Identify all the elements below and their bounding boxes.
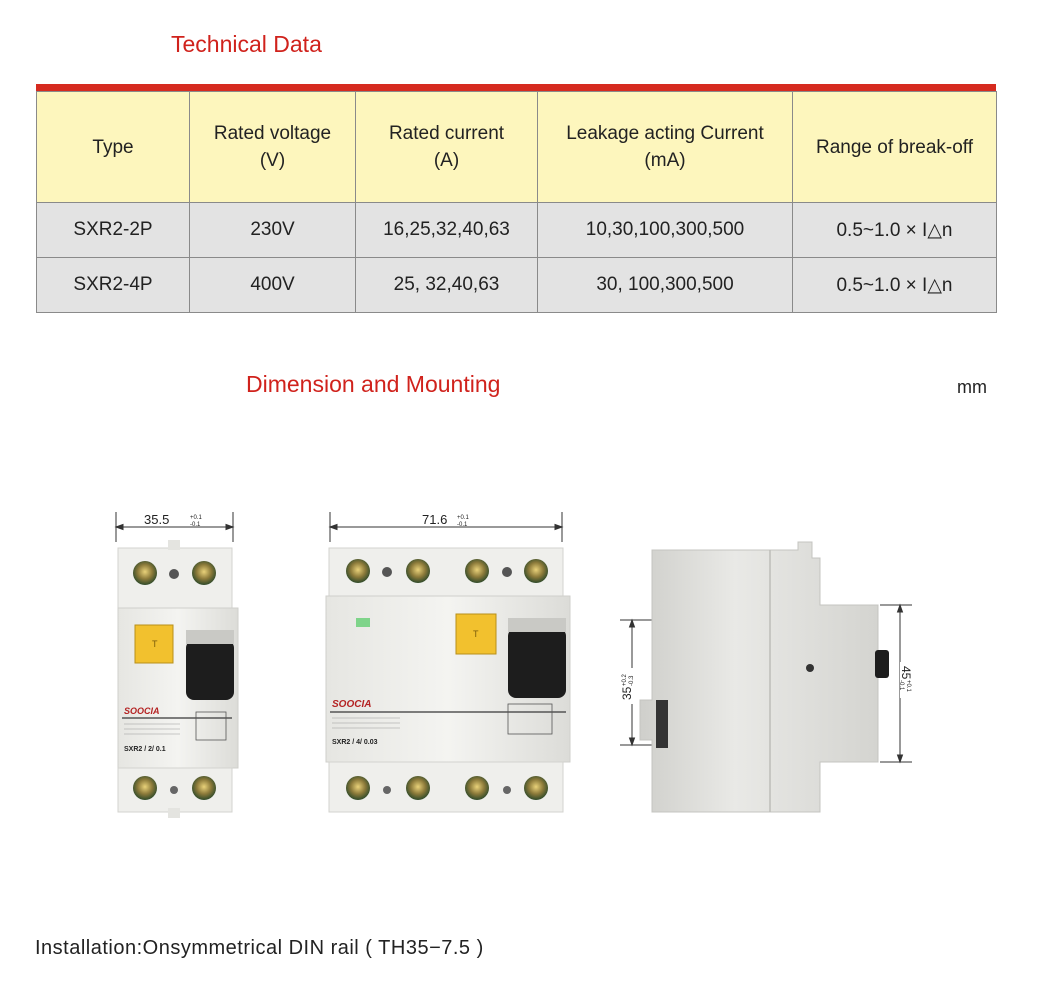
tolerance-plus: +0.1 xyxy=(190,515,203,521)
cell-leakage: 10,30,100,300,500 xyxy=(537,202,793,258)
terminal-screw-icon xyxy=(524,559,548,583)
dimension-title: Dimension and Mounting xyxy=(246,371,501,397)
tolerance-minus: -0.1 xyxy=(190,522,201,528)
table-row: SXR2-4P 400V 25, 32,40,63 30, 100,300,50… xyxy=(36,257,997,313)
terminal-screw-icon xyxy=(192,561,216,585)
breaker-4p: 71.6 +0.1 -0.1 T SOOCIA SXR2 / 4/ 0.03 xyxy=(325,512,571,813)
terminal-screw-icon xyxy=(346,776,370,800)
terminal-screw-icon xyxy=(406,776,430,800)
test-button xyxy=(134,624,174,664)
height-label-35: 35 xyxy=(620,686,634,700)
status-indicator xyxy=(356,618,370,627)
width-dimension-4p xyxy=(328,512,564,542)
cell-type: SXR2-4P xyxy=(36,257,190,313)
terminal-screw-icon xyxy=(192,776,216,800)
header-type: Type xyxy=(36,91,190,203)
installation-note: Installation:Onsymmetrical DIN rail ( TH… xyxy=(35,937,484,959)
cell-voltage: 400V xyxy=(189,257,356,313)
tolerance-minus: -0.1 xyxy=(457,522,468,528)
width-dimension-2p xyxy=(114,512,235,542)
header-range-break-off: Range of break-off xyxy=(792,91,997,203)
toggle-handle xyxy=(508,628,566,698)
tolerance-minus: -0.1 xyxy=(898,680,904,691)
cell-range: 0.5~1.0 × I△n xyxy=(792,202,997,258)
header-leakage-current: Leakage acting Current(mA) xyxy=(537,91,793,203)
height-label-45: 45 xyxy=(899,666,913,680)
terminal-screw-icon xyxy=(133,561,157,585)
terminal-screw-icon xyxy=(465,559,489,583)
tolerance-plus: +0.1 xyxy=(457,515,470,521)
terminal-screw-icon xyxy=(465,776,489,800)
tolerance-minus: -0.3 xyxy=(629,675,635,686)
technical-data-table: Type Rated voltage(V) Rated current(A) L… xyxy=(36,91,997,313)
terminal-screw-icon xyxy=(406,559,430,583)
model-label-2p: SXR2 / 2/ 0.1 xyxy=(124,746,166,753)
svg-text:T: T xyxy=(473,629,479,639)
cell-current: 16,25,32,40,63 xyxy=(355,202,538,258)
terminal-screw-icon xyxy=(524,776,548,800)
cell-type: SXR2-2P xyxy=(36,202,190,258)
breaker-2p: 35.5 +0.1 -0.1 T SOOCIA SXR2 / 2/ 0.1 xyxy=(114,512,239,818)
svg-text:T: T xyxy=(152,639,158,649)
table-header-row: Type Rated voltage(V) Rated current(A) L… xyxy=(36,91,997,203)
brand-logo: SOOCIA xyxy=(124,706,160,716)
cell-leakage: 30, 100,300,500 xyxy=(537,257,793,313)
toggle-handle xyxy=(186,640,234,700)
terminal-screw-icon xyxy=(133,776,157,800)
dimension-figure: 35.5 +0.1 -0.1 T SOOCIA SXR2 / 2/ 0.1 xyxy=(114,512,914,818)
header-rated-current: Rated current(A) xyxy=(355,91,538,203)
header-rated-voltage: Rated voltage(V) xyxy=(189,91,356,203)
width-label-2p: 35.5 xyxy=(144,512,169,527)
width-label-4p: 71.6 xyxy=(422,512,447,527)
tolerance-plus: +0.1 xyxy=(905,680,911,693)
tolerance-plus: +0.2 xyxy=(622,673,628,686)
unit-label: mm xyxy=(957,377,987,397)
table-row: SXR2-2P 230V 16,25,32,40,63 10,30,100,30… xyxy=(36,202,997,258)
cell-current: 25, 32,40,63 xyxy=(355,257,538,313)
model-label-4p: SXR2 / 4/ 0.03 xyxy=(332,739,378,746)
test-button xyxy=(455,613,497,655)
terminal-screw-icon xyxy=(346,559,370,583)
toggle-handle xyxy=(875,650,889,678)
technical-data-title: Technical Data xyxy=(171,31,322,57)
cell-range: 0.5~1.0 × I△n xyxy=(792,257,997,313)
breaker-side-view: 35 +0.2 -0.3 45 +0.1 -0.1 xyxy=(619,541,914,813)
brand-logo: SOOCIA xyxy=(332,699,371,710)
title-red-bar xyxy=(36,84,996,91)
cell-voltage: 230V xyxy=(189,202,356,258)
